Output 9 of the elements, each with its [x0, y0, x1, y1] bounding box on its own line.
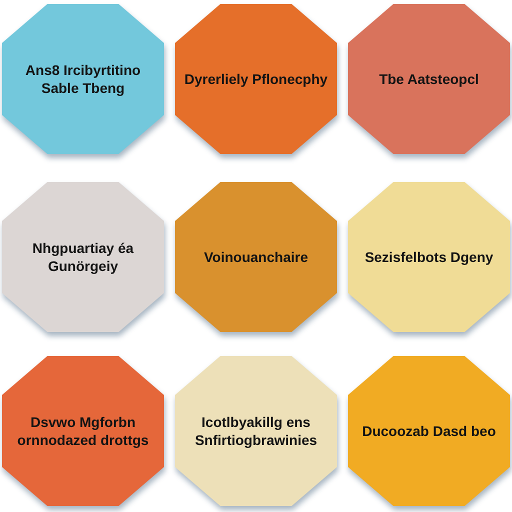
node-label: Dsvwo Mgforbn ornnodazed drottgs: [16, 412, 150, 450]
node-label: Voinouanchaire: [204, 248, 308, 266]
node-label: Ducoozab Dasd beo: [362, 422, 496, 440]
node-label: Icotlbyakillg ens Snfirtiogbrawinies: [194, 412, 318, 450]
node-label: Tbe Aatsteopcl: [379, 70, 479, 88]
node-label: Sezisfelbots Dgeny: [364, 248, 494, 266]
node-label: Ans8 Ircibyrtitino Sable Tbeng: [24, 60, 142, 98]
node-label: Dyrerliely Pflonecphy: [184, 70, 328, 88]
node-label: Nhgpuartiay éa Gunörgeiy: [31, 238, 135, 276]
